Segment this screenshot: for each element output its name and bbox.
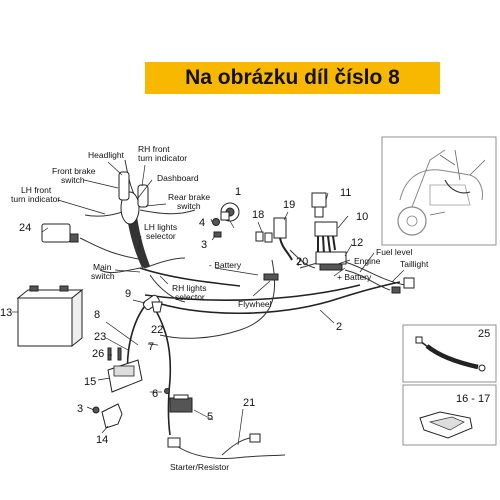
part-number-19: 19 [283,199,295,211]
part-number-26: 26 [92,348,104,360]
part-number-8: 8 [94,309,100,321]
starter-resistor-connector [167,433,261,448]
label-main-switch-2: switch [91,271,115,281]
flywheel-connector [263,273,279,281]
label-front-brake-2: switch [61,175,85,185]
leader-lines [12,161,405,446]
cable-25 [415,336,486,372]
cap-22 [151,301,163,313]
screw-4 [212,218,220,226]
label-dashboard: Dashboard [157,173,199,183]
bracket-14 [101,403,123,429]
headlight-connector [118,171,130,201]
part-number-21: 21 [243,397,255,409]
part-number-25: 25 [478,328,490,340]
part-number-9: 9 [125,288,131,300]
label-rh-front-1: RH front [138,144,170,154]
connector-block-10 [314,221,338,255]
part-number-20: 20 [296,256,308,268]
screw-6 [164,388,170,394]
part-number-24: 24 [19,222,31,234]
label-lh-front-1: LH front [21,185,52,195]
part-number-10: 10 [356,211,368,223]
part-number-1: 1 [235,186,241,198]
nut-3-top [213,231,222,238]
part-number-18: 18 [252,209,264,221]
label-battery-plus: + Battery [337,272,372,282]
label-rh-lights-2: selector [175,292,205,302]
part-number-3-bottom: 3 [77,403,83,415]
relay-11 [311,192,327,218]
fuses-18 [255,231,273,243]
battery-13 [16,285,84,348]
label-lh-lights-1: LH lights [144,222,177,232]
screw-3-bottom [92,406,100,414]
label-starter-resistor: Starter/Resistor [170,462,229,472]
part-number-15: 15 [84,376,96,388]
starter-relay-5 [169,394,193,413]
label-rh-lights-1: RH lights [172,283,206,293]
label-front-brake-1: Front brake [52,166,96,176]
part-number-5: 5 [207,411,213,423]
part-number-12: 12 [351,237,363,249]
label-lh-front-2: turn indicator [11,194,60,204]
clip-16-17 [419,411,473,439]
part-number-4: 4 [199,217,205,229]
horn-1 [220,202,240,222]
banner-title: Na obrázku díl číslo 8 [185,66,400,89]
label-rh-front-2: turn indicator [138,153,187,163]
label-rear-brake-1: Rear brake [168,192,210,202]
label-engine: Engine [354,256,381,266]
label-main-switch-1: Main [93,262,112,272]
scooter-sketch [397,149,486,236]
label-fuel-level: Fuel level [376,247,412,257]
part-number-2: 2 [336,321,342,333]
part-number-7: 7 [148,341,154,353]
part-number-23: 23 [94,331,106,343]
part-number-16-17: 16 - 17 [456,393,490,405]
rh-turn-connector [137,184,149,208]
label-headlight: Headlight [88,150,125,160]
part-number-14: 14 [96,434,108,446]
part-number-6: 6 [152,388,158,400]
regulator-bracket-15 [107,359,143,393]
component-24 [41,223,79,243]
label-rear-brake-2: switch [177,201,201,211]
label-flywheel: Flywheel [238,299,272,309]
part-number-3-top: 3 [201,239,207,251]
part-number-13: 13 [0,307,12,319]
label-taillight: Taillight [400,259,429,269]
scooter-inset-frame [381,136,497,246]
part-number-22: 22 [151,324,163,336]
fuel-level-connector [391,277,415,294]
title-banner: Na obrázku díl číslo 8 [145,62,440,94]
label-lh-lights-2: selector [146,231,176,241]
connector-12 [315,251,347,271]
part-number-11: 11 [340,187,351,199]
label-battery-minus: - Battery [209,260,242,270]
inset-25-frame [402,324,497,383]
screws-26 [107,347,122,361]
fuse-holder-19 [273,217,293,261]
